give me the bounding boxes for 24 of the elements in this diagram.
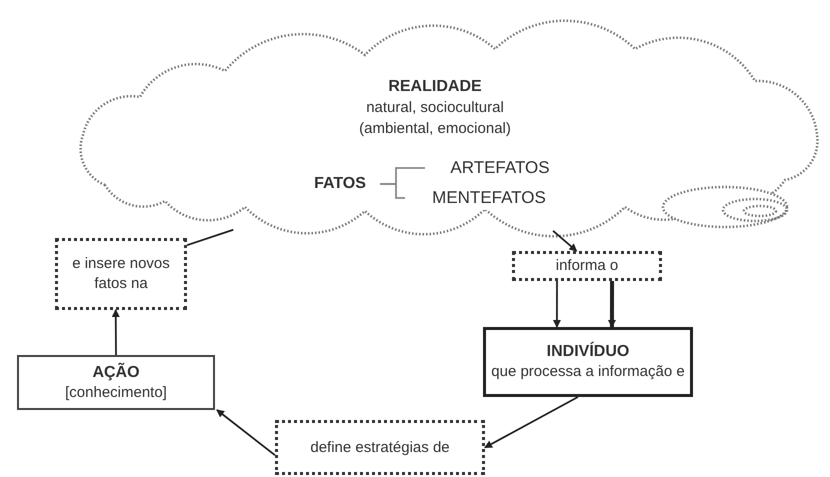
- box-text: [conhecimento]: [64, 382, 168, 402]
- box-text: que processa a informação e: [490, 362, 686, 382]
- subtitle: natural, sociocultural (ambiental, emocional): [358, 98, 512, 139]
- arrow: [112, 309, 120, 355]
- box-text: e insere novos fatos na: [71, 254, 171, 294]
- box-text: define estratégias de: [309, 438, 451, 458]
- term-label: MENTEFATOS: [431, 188, 547, 208]
- term-label: FATOS: [313, 174, 367, 194]
- heading: REALIDADE: [388, 77, 482, 97]
- box-heading: INDIVÍDUO: [546, 342, 630, 362]
- arrow: [608, 281, 616, 328]
- process-box: [483, 327, 693, 397]
- box-text: informa o: [554, 256, 620, 276]
- box-heading: AÇÃO: [91, 362, 141, 382]
- process-box: [17, 355, 215, 410]
- arrow: [484, 396, 578, 448]
- connector-line: [186, 228, 234, 246]
- arrow: [216, 409, 276, 456]
- dotted-box: [512, 251, 662, 281]
- arrow: [552, 281, 561, 328]
- term-label: ARTEFATOS: [449, 158, 551, 178]
- bracket-line: [380, 183, 405, 199]
- dotted-box: [275, 420, 485, 475]
- dotted-box: [55, 238, 187, 310]
